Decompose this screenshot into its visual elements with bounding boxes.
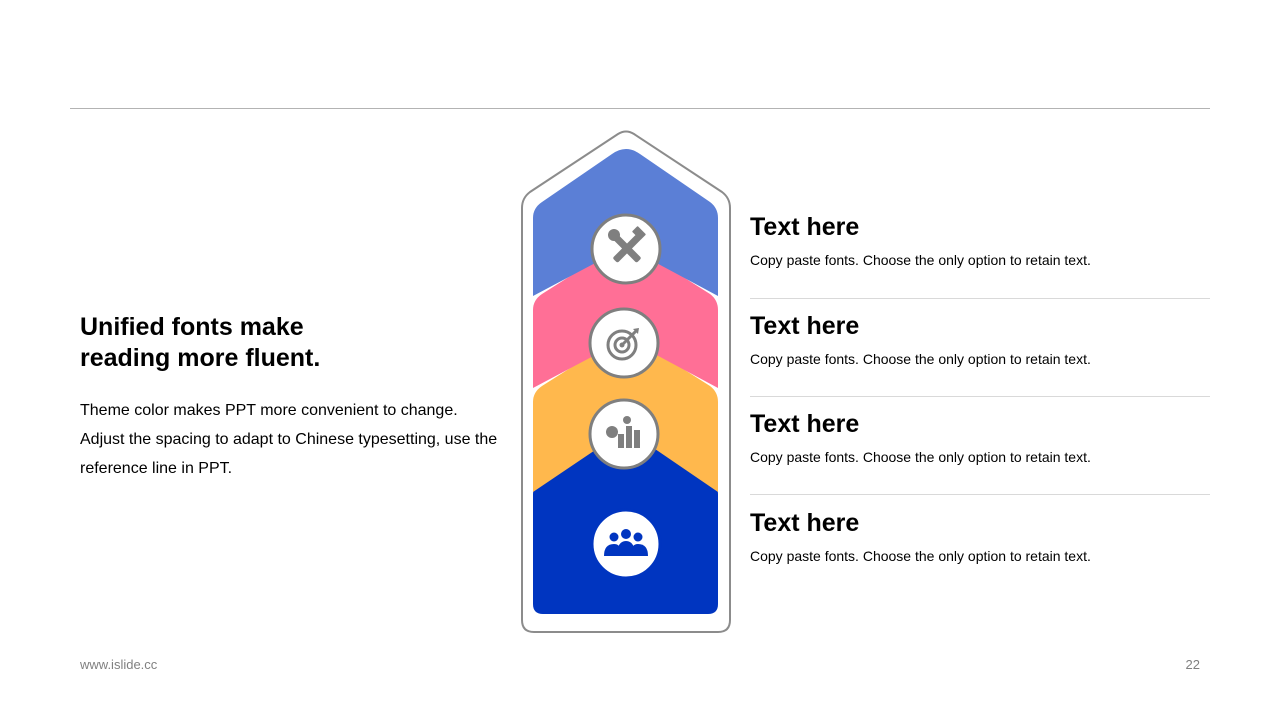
item-divider <box>750 396 1210 397</box>
page-number: 22 <box>1185 657 1200 672</box>
target-icon <box>606 329 638 361</box>
icon-badge-1 <box>590 213 662 285</box>
main-heading: Unified fonts make reading more fluent. <box>80 312 480 374</box>
team-icon <box>604 529 648 556</box>
icon-badge-4 <box>590 508 662 580</box>
main-heading-line: Unified fonts make <box>80 313 304 341</box>
item-description: Copy paste fonts. Choose the only option… <box>750 449 1091 465</box>
item-divider <box>750 298 1210 299</box>
item-description: Copy paste fonts. Choose the only option… <box>750 252 1091 268</box>
list-item: Text here Copy paste fonts. Choose the o… <box>750 212 1210 269</box>
list-item: Text here Copy paste fonts. Choose the o… <box>750 311 1210 368</box>
item-description: Copy paste fonts. Choose the only option… <box>750 351 1091 367</box>
body-line: reference line in PPT. <box>80 460 233 477</box>
body-line: Theme color makes PPT more convenient to… <box>80 402 458 419</box>
arrow-stack-diagram <box>521 130 731 633</box>
icon-badge-2 <box>588 307 660 379</box>
list-item: Text here Copy paste fonts. Choose the o… <box>750 409 1210 466</box>
footer-website: www.islide.cc <box>80 657 158 672</box>
header-rule <box>70 108 1210 109</box>
item-title: Text here <box>750 410 860 438</box>
body-line: Adjust the spacing to adapt to Chinese t… <box>80 431 498 448</box>
item-divider <box>750 494 1210 495</box>
gear-chart-icon <box>606 416 640 448</box>
item-description: Copy paste fonts. Choose the only option… <box>750 548 1091 564</box>
item-title: Text here <box>750 509 860 537</box>
main-heading-line: reading more fluent. <box>80 344 321 372</box>
main-body-text: Theme color makes PPT more convenient to… <box>80 396 510 483</box>
item-title: Text here <box>750 213 860 241</box>
item-title: Text here <box>750 312 860 340</box>
list-item: Text here Copy paste fonts. Choose the o… <box>750 508 1210 565</box>
tools-icon <box>608 226 646 263</box>
icon-badge-3 <box>588 398 660 470</box>
